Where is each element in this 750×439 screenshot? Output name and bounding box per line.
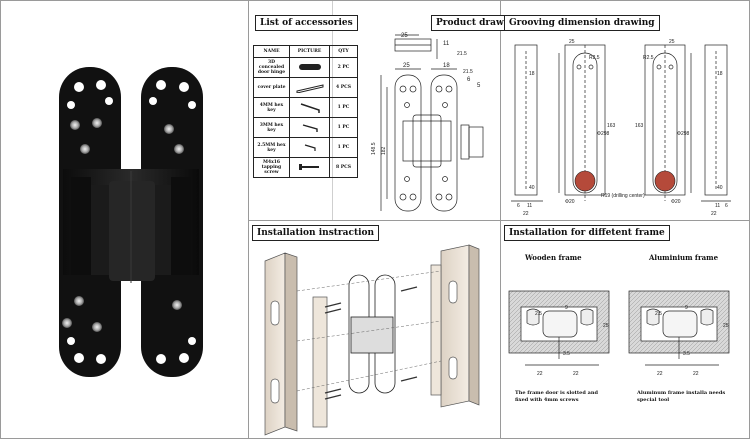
dim-label: 22 [537,371,543,377]
dim-label: 18 [717,71,723,77]
dim-label: 25 [401,33,408,39]
drill-circle [574,170,596,192]
column-header: NAME [253,45,290,58]
column-header: QTY [329,45,358,58]
screw-icon [289,157,330,178]
aluminium-frame-label: Aluminium frame [649,253,719,262]
wooden-frame-caption: The frame door is slotted and fixed with… [515,390,598,403]
dim-label: 18 [443,63,450,69]
dim-label: 11 [715,203,720,209]
dim-label: 6 [467,77,471,83]
dim-label: 18 [529,71,535,77]
accessories-title: List of accessories [255,15,358,31]
grooving-title: Grooving dimension drawing [504,15,660,31]
hex-key-icon [289,137,330,158]
dim-label: 22 [711,211,717,217]
dim-label: 22 [523,211,529,217]
frames-title: Installation for diffetent frame [504,225,670,241]
accessory-name: cover plate [253,77,290,98]
table-row: cover plate 4 PCS [253,77,358,98]
accessory-qty: 4 PCS [329,77,358,98]
accessory-qty: 2 PC [329,57,358,78]
table-row: 3D concealed door hinge 2 PC [253,57,358,78]
table-row: 2.5MM hex key 1 PC [253,137,358,158]
dim-label: 3.5 [563,351,570,357]
dim-label: 40 [717,185,723,191]
dim-label: 11 [443,41,450,47]
accessory-name: 4MM hex key [253,97,290,118]
dim-label: 25 [723,323,729,329]
table-row: 3MM hex key 1 PC [253,117,358,138]
dim-label: Φ298 [597,131,610,137]
dim-label: 2.5 [535,311,542,317]
dim-label: 6 [517,203,520,209]
accessory-name: 3MM hex key [253,117,290,138]
installation-drawing [264,244,480,436]
cover-plate-icon [289,77,330,98]
dim-label: 163 [607,123,616,129]
drill-circle [654,170,676,192]
grooving-note: R19 (drilling center) [601,193,645,199]
table-row: M4x16 tapping screw 8 PCS [253,157,358,178]
dim-label: 22 [573,371,579,377]
dim-label: 25 [669,39,675,45]
dim-label: 182 [381,146,387,155]
accessory-qty: 1 PC [329,117,358,138]
dim-label: 21.5 [463,69,473,75]
accessory-qty: 1 PC [329,137,358,158]
dim-label: 21.5 [457,51,467,57]
accessories-table: NAME PICTURE QTY 3D concealed door hinge… [253,45,358,178]
dim-label: 163 [635,123,644,129]
dim-label: 25 [403,63,410,69]
dim-label: 22 [657,371,663,377]
column-header: PICTURE [289,45,330,58]
accessory-name: 2.5MM hex key [253,137,290,158]
dim-label: 9 [565,305,568,311]
dim-label: 3.5 [683,351,690,357]
frames-drawing: 2.5 9 25 3.5 22 22 2.5 9 25 3.5 22 22 [508,290,730,377]
dim-label: Φ20 [671,199,681,205]
dim-label: 22 [693,371,699,377]
dim-label: Φ20 [565,199,575,205]
dim-label: 11 [527,203,532,209]
dim-label: 25 [569,39,575,45]
dim-label: R2.5 [589,55,600,61]
accessory-name: M4x16 tapping screw [253,157,290,178]
product-drawing: 25 11 21.5 18 25 21.5 6 5 148.5 182 [371,33,484,212]
dim-label: 148.5 [371,142,377,155]
installation-title: Installation instraction [252,225,380,241]
dim-label: 6 [725,203,728,209]
dim-label: 5 [477,83,481,89]
hinge-pic-icon [289,57,330,78]
hex-key-icon [289,97,330,118]
divider-horizontal [248,220,750,221]
accessory-name: 3D concealed door hinge [253,57,290,78]
dim-label: 25 [603,323,609,329]
hex-key-icon [289,117,330,138]
product-photo-panel [1,1,248,439]
dim-label: 2.5 [655,311,662,317]
accessory-qty: 1 PC [329,97,358,118]
table-header-row: NAME PICTURE QTY [253,45,358,58]
dim-label: R2.5 [643,55,654,61]
table-row: 4MM hex key 1 PC [253,97,358,118]
hinge-photo [59,67,203,377]
aluminium-frame-caption: Aluminum frame installa needs special to… [637,390,726,403]
dim-label: 9 [685,305,688,311]
dim-label: Φ298 [677,131,690,137]
grooving-drawing: R2.5 R2.5 18 18 25 25 40 40 163 163 11 1… [511,39,731,217]
accessory-qty: 8 PCS [329,157,358,178]
dim-label: 40 [529,185,535,191]
wooden-frame-label: Wooden frame [525,253,582,262]
